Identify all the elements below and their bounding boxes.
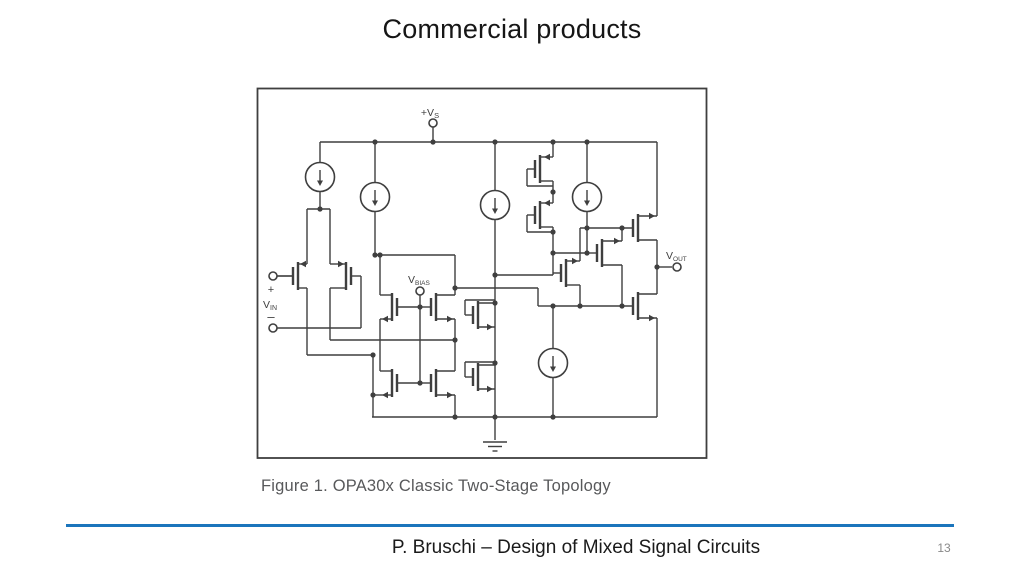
junction-dot xyxy=(550,189,556,195)
junction-dot xyxy=(372,139,378,145)
junction-dot xyxy=(417,304,423,310)
junction-dot xyxy=(452,285,458,291)
vbias-terminal xyxy=(415,286,425,296)
current-source-icon xyxy=(479,189,511,221)
junction-dot xyxy=(550,229,556,235)
mosfet-arrow xyxy=(487,323,493,331)
junction-dot xyxy=(492,360,498,366)
mosfet-arrow xyxy=(338,260,344,268)
mosfet xyxy=(587,239,622,267)
mosfet-arrow xyxy=(544,199,550,207)
vin-label: VIN xyxy=(263,299,277,312)
vbias-label: VBIAS xyxy=(408,274,430,287)
footer-text: P. Bruschi – Design of Mixed Signal Circ… xyxy=(391,537,761,558)
vin-minus-terminal xyxy=(268,323,278,333)
junction-dot xyxy=(550,139,556,145)
mosfet-arrow xyxy=(649,314,655,322)
junction-dot xyxy=(550,250,556,256)
mosfet-arrow xyxy=(614,237,620,245)
junction-dot xyxy=(492,414,498,420)
junction-dot xyxy=(492,300,498,306)
vout-label: VOUT xyxy=(666,250,687,263)
mosfet-arrow xyxy=(487,385,493,393)
footer-divider xyxy=(66,524,954,527)
mosfet xyxy=(330,262,361,290)
junction-dot xyxy=(619,303,625,309)
junction-dot xyxy=(550,303,556,309)
mosfet-arrow xyxy=(572,257,578,265)
current-source-icon xyxy=(571,181,603,213)
vs-terminal xyxy=(428,118,438,128)
junction-dot xyxy=(584,225,590,231)
mosfet-arrow xyxy=(300,260,306,268)
junction-dot xyxy=(372,252,378,258)
mosfet xyxy=(527,201,553,229)
slide-title: Commercial products xyxy=(382,14,642,44)
junction-dot xyxy=(370,352,376,358)
mosfet-arrow xyxy=(382,391,388,399)
mosfet-arrow xyxy=(544,153,550,161)
current-source-icon xyxy=(537,347,569,379)
junction-dot xyxy=(550,414,556,420)
current-source-arrowhead xyxy=(492,208,498,214)
mosfet xyxy=(420,293,455,321)
current-source-icon xyxy=(359,181,391,213)
junction-dot xyxy=(492,272,498,278)
mosfet xyxy=(465,301,495,329)
mosfet xyxy=(527,155,553,183)
junction-dot xyxy=(377,252,383,258)
mosfet xyxy=(420,369,455,397)
vout-terminal xyxy=(672,262,682,272)
junction-dot xyxy=(492,139,498,145)
junction-dot xyxy=(619,225,625,231)
supply-label: +VS xyxy=(421,107,439,120)
junction-dot xyxy=(417,380,423,386)
figure-caption: Figure 1. OPA30x Classic Two-Stage Topol… xyxy=(261,477,611,495)
junction-dot xyxy=(584,139,590,145)
mosfet xyxy=(465,363,495,391)
mosfet-arrow xyxy=(382,315,388,323)
figure-border xyxy=(256,87,708,459)
page-number: 13 xyxy=(937,541,951,555)
current-source-arrowhead xyxy=(317,180,323,186)
junction-dot xyxy=(577,303,583,309)
junction-dot xyxy=(430,139,436,145)
mosfet xyxy=(380,369,420,397)
mosfet-arrow xyxy=(447,391,453,399)
mosfet xyxy=(631,292,657,320)
mosfet xyxy=(553,259,580,287)
mosfet xyxy=(631,214,657,242)
mosfet-arrow xyxy=(447,315,453,323)
current-source-icon xyxy=(304,161,336,193)
current-source-arrowhead xyxy=(584,200,590,206)
junction-dot xyxy=(584,250,590,256)
junction-dot xyxy=(452,337,458,343)
junction-dot xyxy=(452,414,458,420)
mosfet xyxy=(380,293,420,321)
vin-plus-terminal xyxy=(268,271,278,281)
mosfet xyxy=(277,262,307,290)
junction-dot xyxy=(370,392,376,398)
mosfet-arrow xyxy=(649,212,655,220)
vin-plus-sign: + xyxy=(268,284,274,296)
current-source-arrowhead xyxy=(372,200,378,206)
vin-minus-sign: – xyxy=(267,309,275,324)
current-source-arrowhead xyxy=(550,366,556,372)
junction-dot xyxy=(317,206,323,212)
junction-dot xyxy=(654,264,660,270)
